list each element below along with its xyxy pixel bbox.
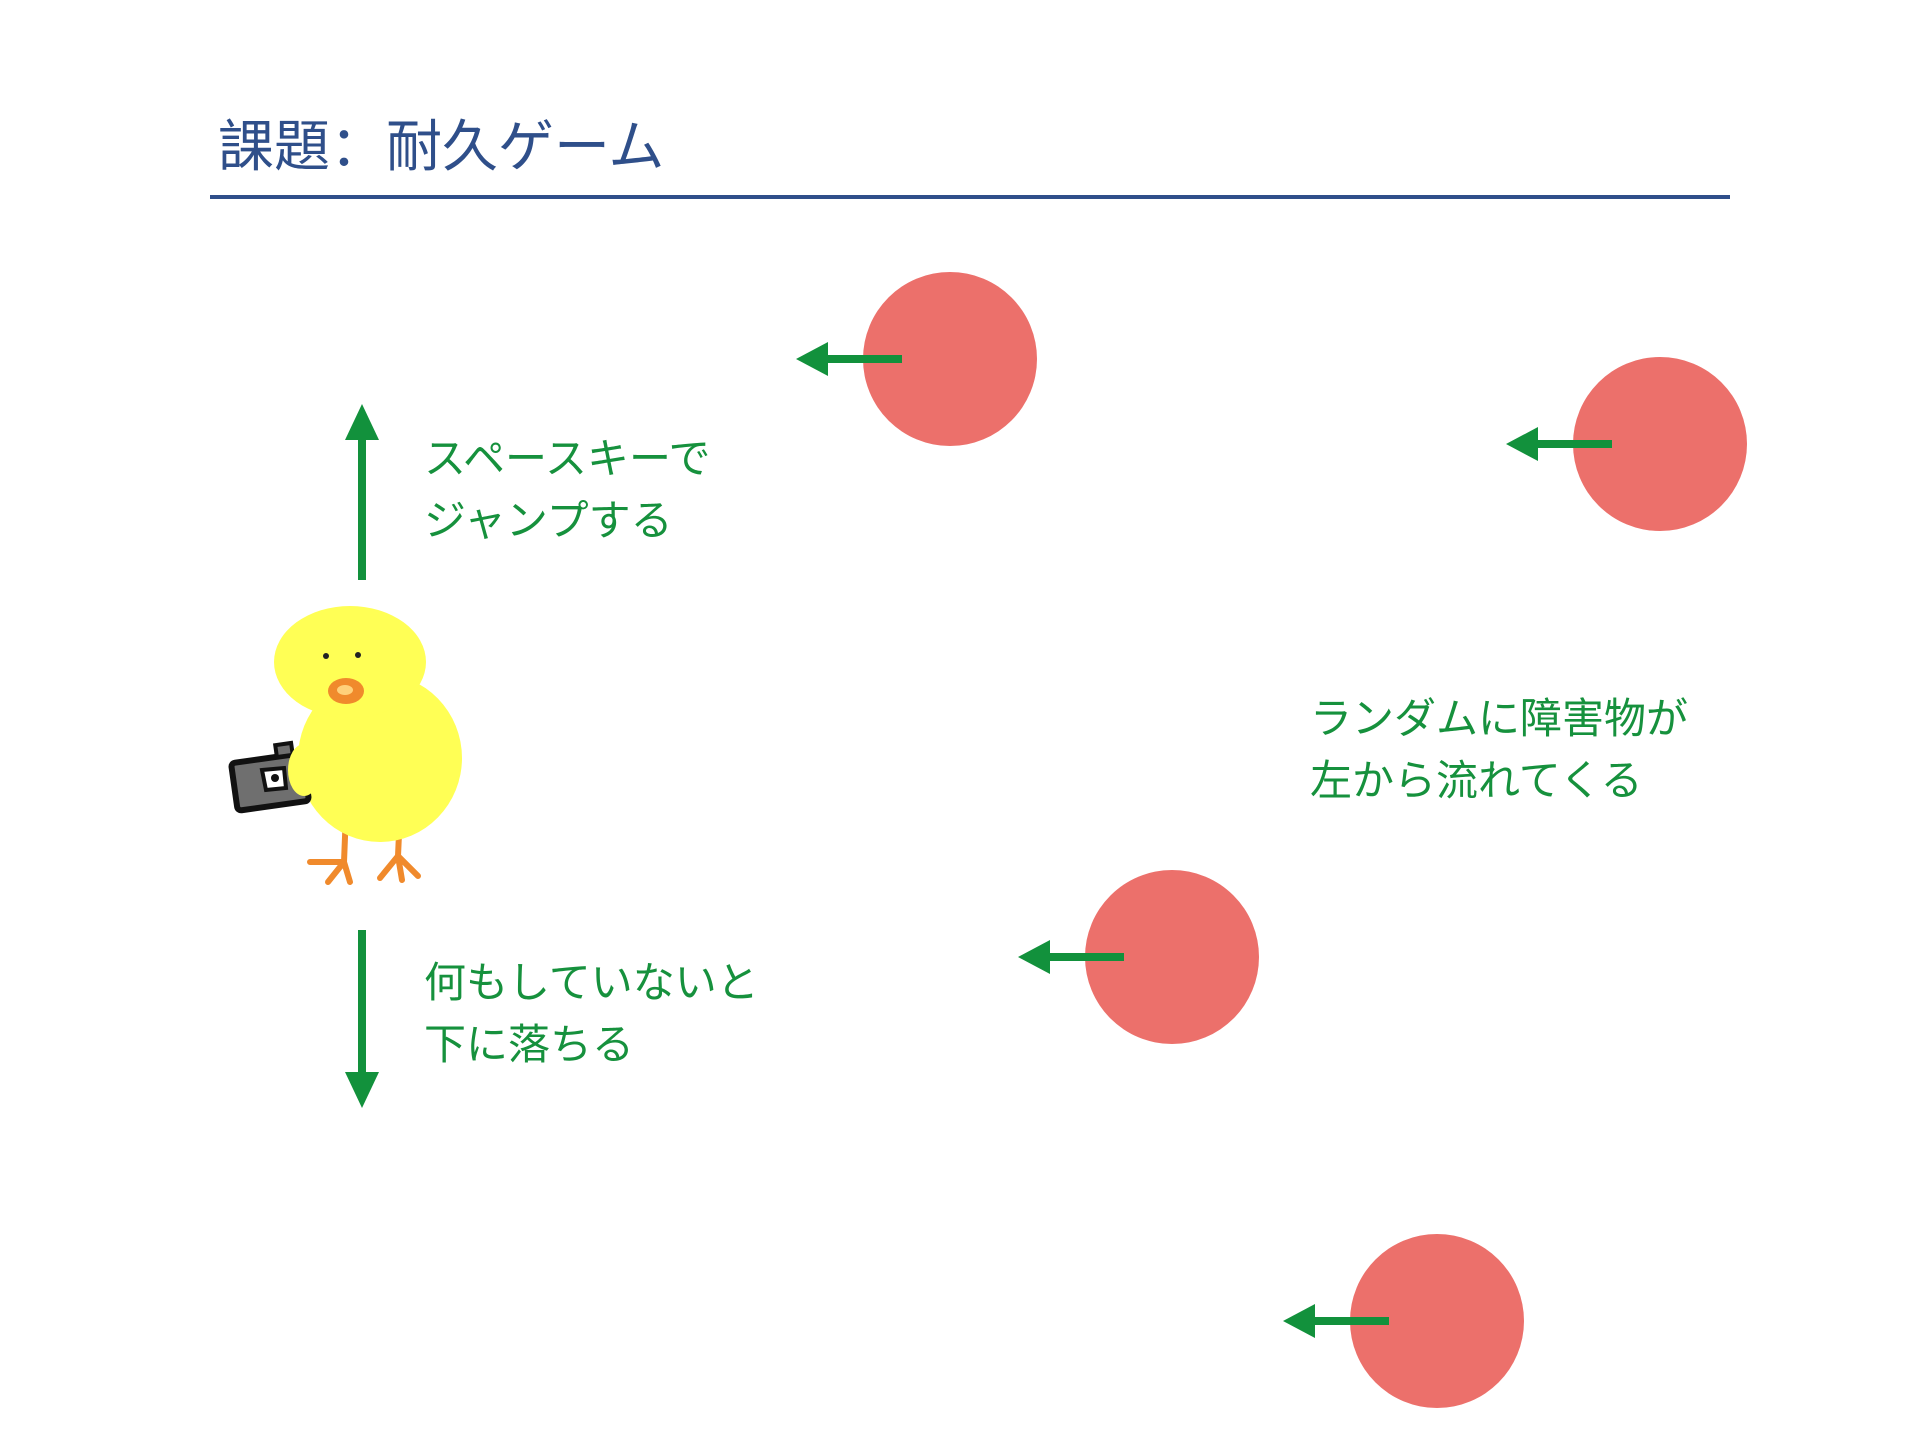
chick-head <box>274 606 426 718</box>
chick-with-camera-icon <box>228 606 462 885</box>
chick-eye <box>355 652 361 658</box>
arrow-left-icon <box>1506 427 1612 461</box>
arrow-left-icon <box>1283 1304 1389 1338</box>
arrow-left-icon <box>1018 940 1124 974</box>
obstacle-instruction-line: 左から流れてくる <box>1310 756 1643 805</box>
fall-instruction-line: 何もしていないと <box>424 958 759 1007</box>
obstacle-circle <box>1573 357 1747 531</box>
chick-wing <box>288 744 320 796</box>
arrow-down-icon <box>345 930 379 1108</box>
title-divider <box>210 195 1730 199</box>
fall-instruction-line: 下に落ちる <box>424 1020 635 1069</box>
chick-beak <box>328 678 364 704</box>
obstacle-instruction: ランダムに障害物が 左から流れてくる <box>1310 688 1688 812</box>
obstacle-circle <box>1350 1234 1524 1408</box>
jump-instruction: スペースキーで ジャンプする <box>424 428 710 552</box>
arrow-up-icon <box>345 404 379 580</box>
slide-title: 課題：耐久ゲーム <box>218 115 665 180</box>
chick-eye <box>323 653 329 659</box>
obstacle-circle <box>863 272 1037 446</box>
obstacle-circle <box>1085 870 1259 1044</box>
obstacle-instruction-line: ランダムに障害物が <box>1310 694 1689 743</box>
jump-instruction-line: ジャンプする <box>424 496 673 545</box>
jump-instruction-line: スペースキーで <box>424 434 711 483</box>
fall-instruction: 何もしていないと 下に落ちる <box>424 952 759 1076</box>
arrow-left-icon <box>796 342 902 376</box>
